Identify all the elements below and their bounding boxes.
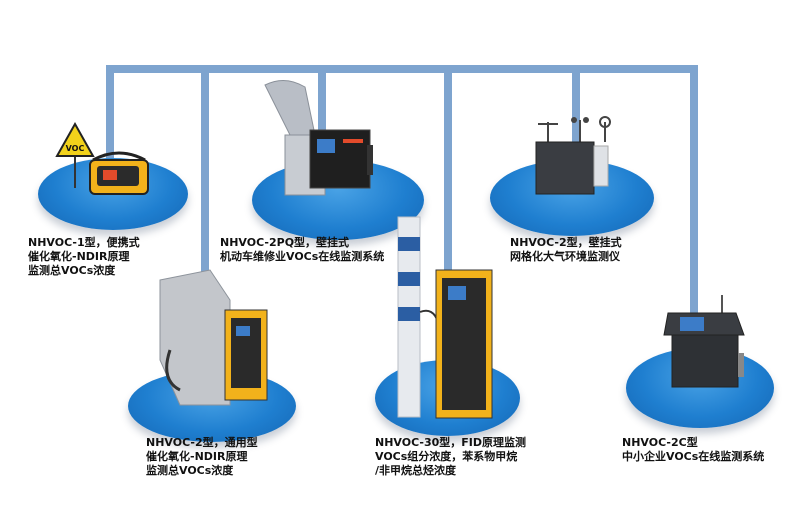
duct-cabinet-analyzer-icon xyxy=(159,269,268,406)
drop-line-4 xyxy=(444,65,452,270)
product-label-nhvoc-1: NHVOC-1型，便携式 催化氧化-NDIR原理 监测总VOCs浓度 xyxy=(28,236,140,277)
voc-sign-text: VOC xyxy=(66,144,85,153)
drop-line-6 xyxy=(690,65,698,330)
product-label-nhvoc-2-general: NHVOC-2型，通用型 催化氧化-NDIR原理 监测总VOCs浓度 xyxy=(146,436,258,477)
drop-line-5 xyxy=(572,65,580,160)
product-label-nhvoc-2c: NHVOC-2C型 中小企业VOCs在线监测系统 xyxy=(622,436,765,463)
drop-line-3 xyxy=(318,65,326,150)
product-label-nhvoc-30: NHVOC-30型，FID原理监测 VOCs组分浓度，苯系物甲烷 /非甲烷总烃浓… xyxy=(375,436,527,477)
chimney-cabinet-analyzer-icon xyxy=(397,216,493,419)
drop-line-2 xyxy=(201,65,209,295)
console-analyzer-icon xyxy=(663,295,745,388)
network-bus-line xyxy=(106,65,698,73)
portable-analyzer-icon: VOC xyxy=(55,121,149,195)
product-label-nhvoc-2pq: NHVOC-2PQ型，壁挂式 机动车维修业VOCs在线监测系统 xyxy=(220,236,385,263)
product-label-nhvoc-2-wall: NHVOC-2型，壁挂式 网格化大气环境监测仪 xyxy=(510,236,622,263)
wall-mounted-analyzer-icon xyxy=(264,80,373,196)
drop-line-1 xyxy=(106,65,114,160)
weather-station-icon xyxy=(535,116,611,195)
